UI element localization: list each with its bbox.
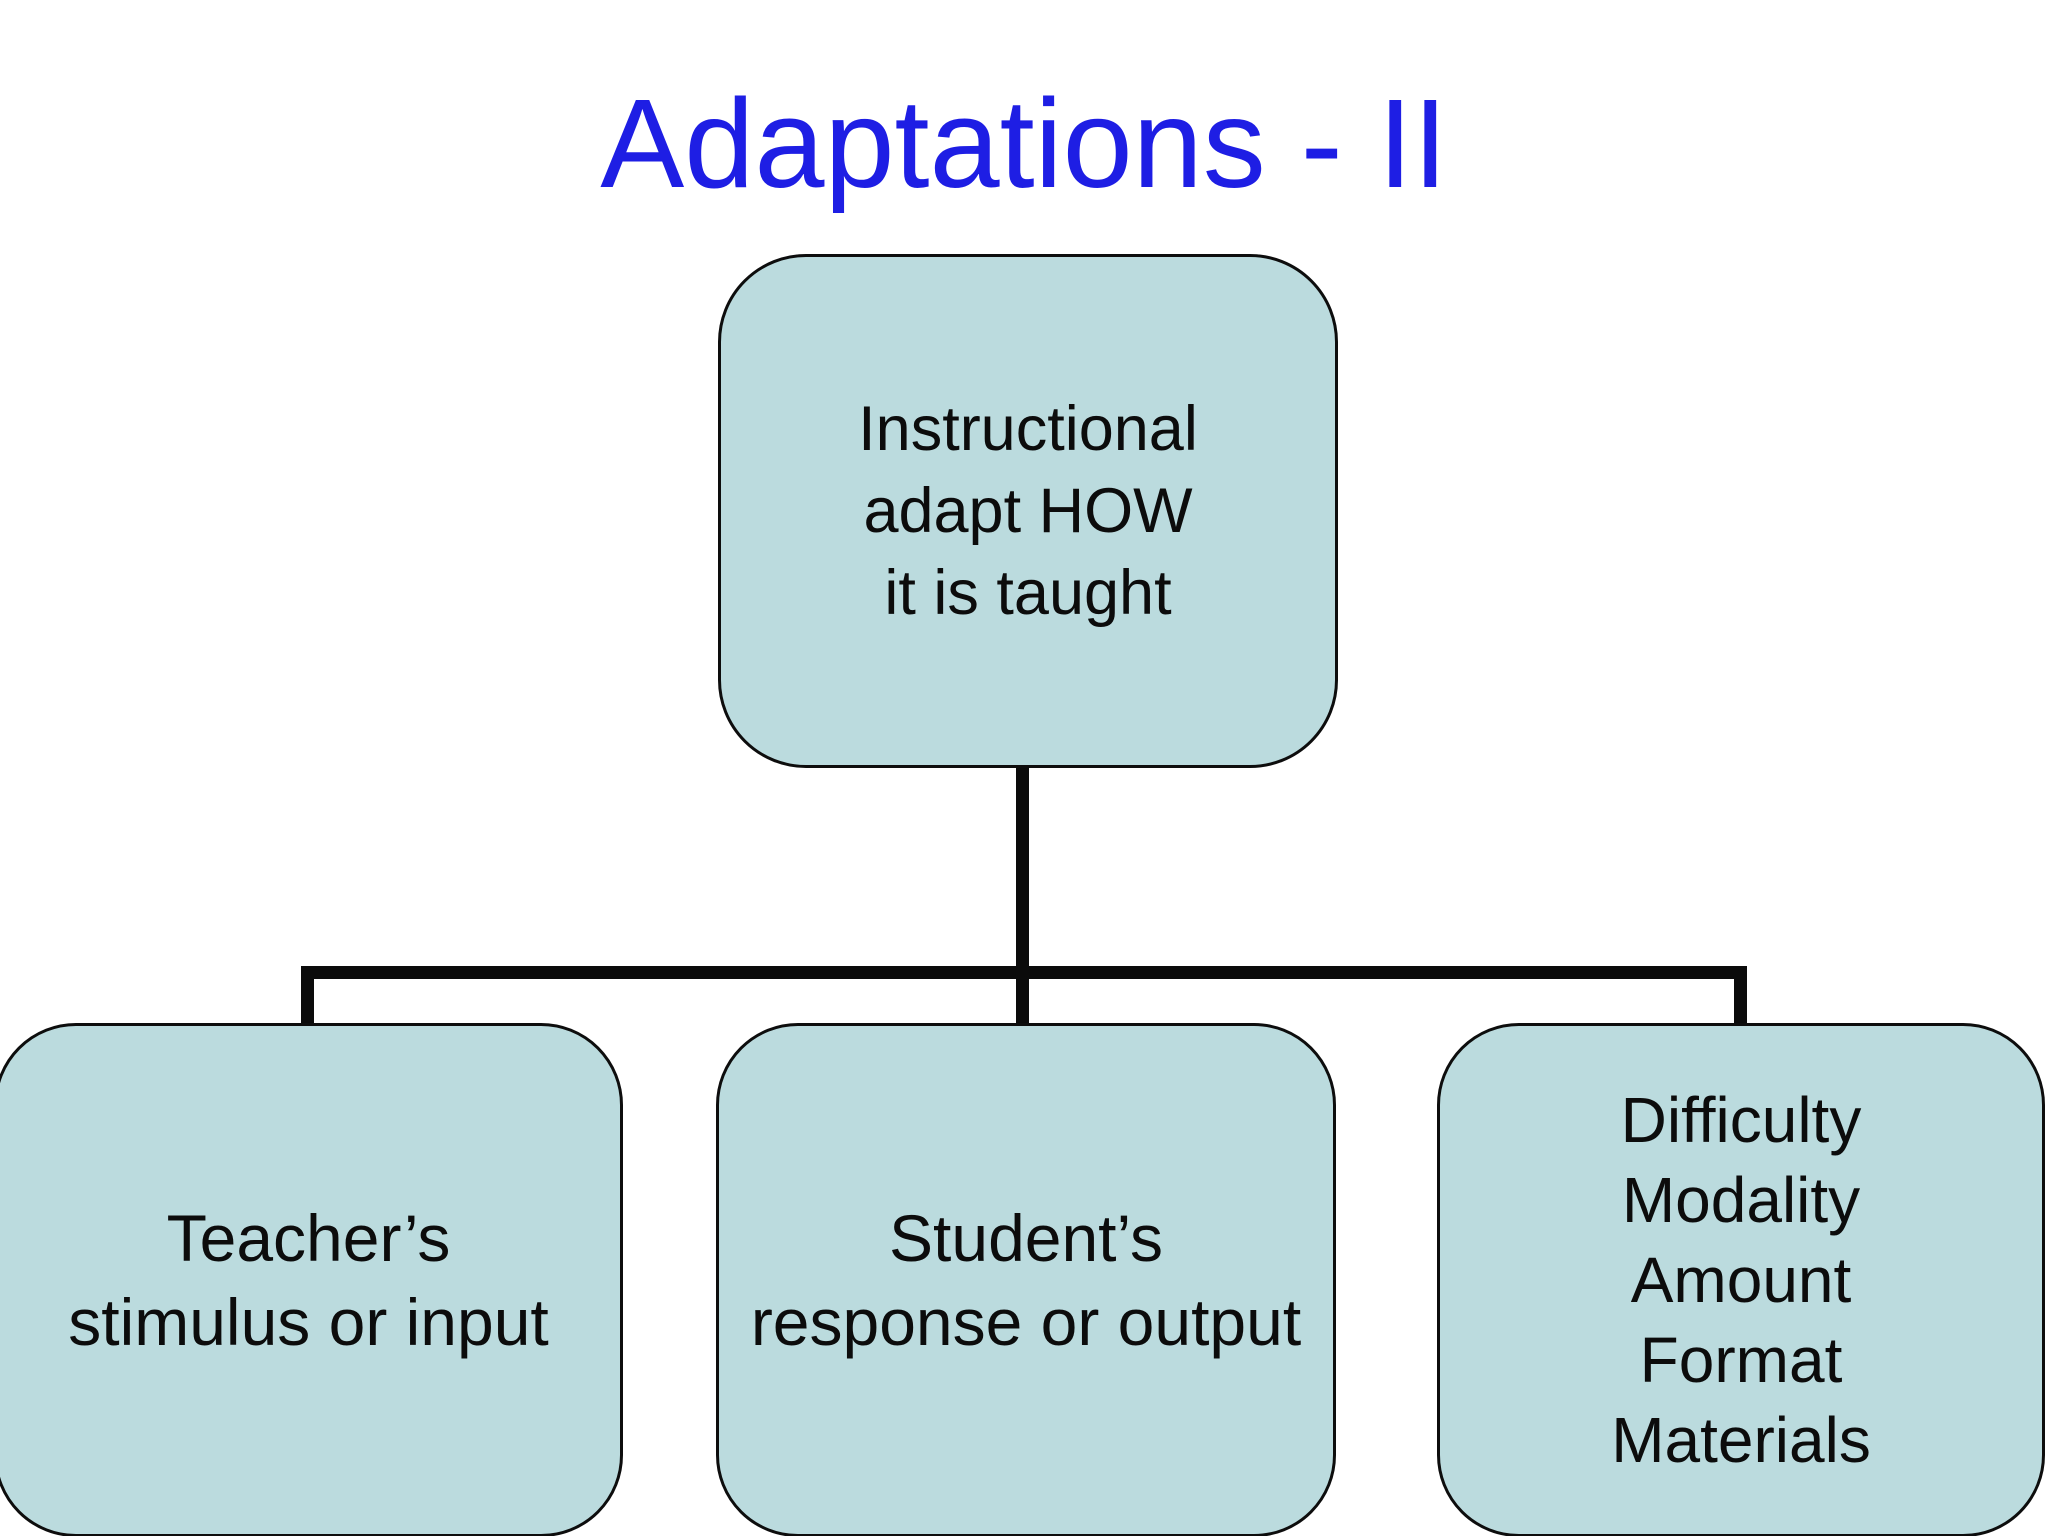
node-line: response or output [750, 1285, 1302, 1359]
node-teacher-stimulus: Teacher’s stimulus or input [0, 1023, 623, 1536]
node-line: Amount [1630, 1244, 1852, 1316]
node-line: adapt HOW [863, 476, 1193, 546]
node-line: Difficulty [1620, 1084, 1862, 1156]
node-instructional-text: Instructional adapt HOW it is taught [721, 388, 1335, 634]
node-line: Instructional [858, 394, 1198, 464]
node-line: it is taught [884, 558, 1172, 628]
connector-root-vertical [1016, 765, 1029, 972]
node-line: Student’s [889, 1201, 1163, 1275]
connector-stub-right [1734, 972, 1747, 1025]
node-line: Materials [1611, 1404, 1871, 1476]
node-teacher-stimulus-text: Teacher’s stimulus or input [0, 1196, 620, 1364]
connector-stub-left [301, 972, 314, 1025]
node-difficulty-list-text: Difficulty Modality Amount Format Materi… [1440, 1080, 2042, 1480]
page-title: Adaptations - II [600, 73, 1448, 214]
node-line: Modality [1621, 1164, 1861, 1236]
node-line: Format [1639, 1324, 1843, 1396]
node-student-response-text: Student’s response or output [719, 1196, 1333, 1364]
connector-stub-center [1016, 972, 1029, 1025]
node-line: Teacher’s [166, 1201, 451, 1275]
node-student-response: Student’s response or output [716, 1023, 1336, 1536]
node-instructional: Instructional adapt HOW it is taught [718, 254, 1338, 768]
node-difficulty-list: Difficulty Modality Amount Format Materi… [1437, 1023, 2045, 1536]
node-line: stimulus or input [68, 1285, 549, 1359]
